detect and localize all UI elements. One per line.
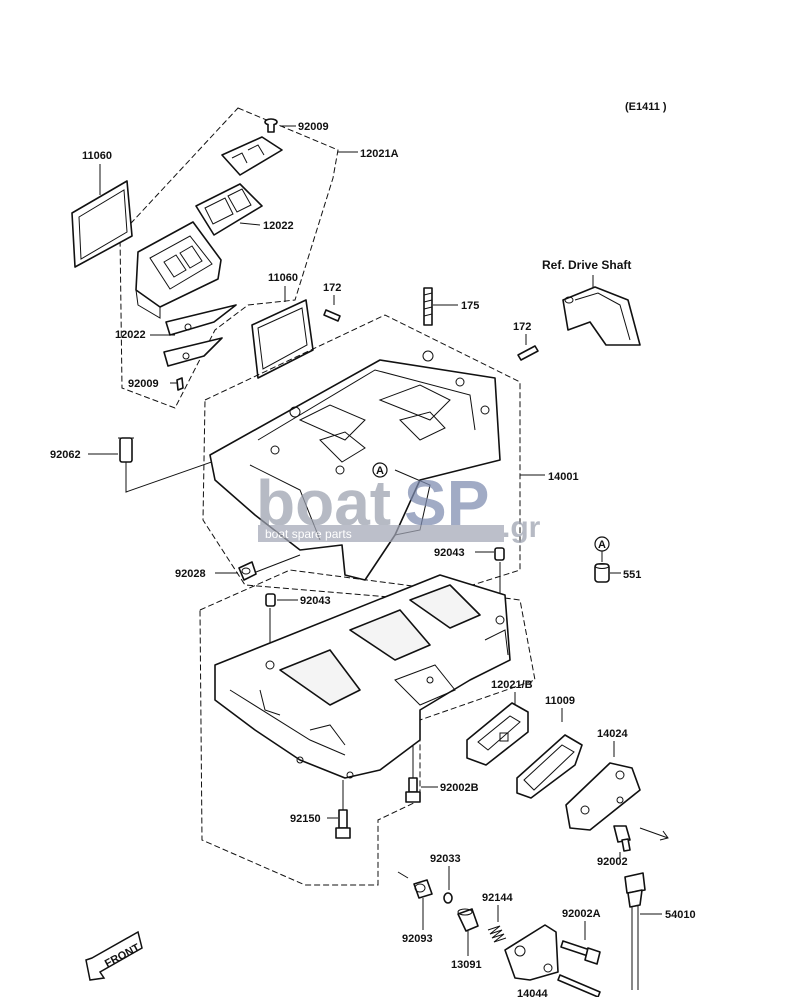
arrow-92002-head bbox=[659, 830, 669, 841]
dowel-172-left[interactable] bbox=[323, 309, 341, 322]
diagram-code: (E1411 ) bbox=[625, 101, 667, 113]
seal-92093[interactable] bbox=[413, 879, 433, 899]
plug-92062[interactable] bbox=[118, 437, 134, 463]
ref-mark-a-upper: A bbox=[372, 462, 388, 478]
screw-92009-top[interactable] bbox=[264, 118, 278, 133]
label-92043-right: 92043 bbox=[434, 547, 465, 559]
label-14044: 14044 bbox=[517, 988, 548, 997]
label-14001: 14001 bbox=[548, 471, 579, 483]
ref-mark-a-551: A bbox=[594, 536, 610, 552]
stud-175[interactable] bbox=[423, 287, 433, 326]
watermark-tld: .gr bbox=[502, 511, 541, 544]
label-92062: 92062 bbox=[50, 449, 81, 461]
svg-text:A: A bbox=[376, 465, 384, 477]
bolt-92002[interactable] bbox=[613, 825, 631, 852]
label-92009-top: 92009 bbox=[298, 121, 329, 133]
reed-valve-group-outline bbox=[119, 107, 339, 409]
label-92150: 92150 bbox=[290, 813, 321, 825]
plunger-13091[interactable] bbox=[457, 908, 479, 932]
cable-54010[interactable] bbox=[624, 872, 646, 990]
label-12021B: 12021/B bbox=[491, 679, 533, 691]
bolt-92002A[interactable] bbox=[560, 940, 601, 965]
label-12021A: 12021A bbox=[360, 148, 399, 160]
lower-crankcase[interactable] bbox=[214, 574, 511, 779]
label-11009: 11009 bbox=[545, 695, 575, 707]
label-172-right: 172 bbox=[513, 321, 531, 333]
bracket-14044[interactable] bbox=[504, 924, 559, 981]
leader-12022-right bbox=[239, 222, 261, 226]
label-92144: 92144 bbox=[482, 892, 513, 904]
leader-92028-right bbox=[255, 554, 301, 573]
arrow-92002 bbox=[639, 827, 669, 839]
reed-valve-block[interactable] bbox=[135, 221, 222, 319]
reed-petal-12022-lower[interactable] bbox=[163, 304, 237, 367]
label-13091: 13091 bbox=[451, 959, 482, 971]
gasket-11009[interactable] bbox=[516, 734, 583, 799]
label-92028: 92028 bbox=[175, 568, 206, 580]
label-92002: 92002 bbox=[597, 856, 628, 868]
gasket-11060-mid[interactable] bbox=[251, 299, 314, 379]
label-92033: 92033 bbox=[430, 853, 461, 865]
label-54010: 54010 bbox=[665, 909, 696, 921]
label-92002B: 92002B bbox=[440, 782, 479, 794]
label-92002A: 92002A bbox=[562, 908, 601, 920]
reed-petal-12022-upper[interactable] bbox=[195, 183, 263, 236]
watermark-tagline: boat spare parts bbox=[265, 527, 352, 541]
dowel-92043-left[interactable] bbox=[265, 593, 276, 607]
drive-shaft-cover[interactable] bbox=[562, 286, 641, 346]
pin-lower[interactable] bbox=[557, 974, 601, 997]
ref-drive-shaft-label: Ref. Drive Shaft bbox=[542, 258, 631, 272]
label-92043-left: 92043 bbox=[300, 595, 331, 607]
label-175: 175 bbox=[461, 300, 479, 312]
plug-92028[interactable] bbox=[238, 561, 257, 581]
front-direction-arrow: FRONT bbox=[85, 930, 143, 981]
reed-cover-12021B[interactable] bbox=[466, 702, 529, 766]
label-14024: 14024 bbox=[597, 728, 628, 740]
label-12022-left: 12022 bbox=[115, 329, 146, 341]
label-551: 551 bbox=[623, 569, 641, 581]
upper-crankcase[interactable] bbox=[209, 350, 501, 581]
ring-92033[interactable] bbox=[443, 892, 453, 904]
label-92093: 92093 bbox=[402, 933, 433, 945]
arrow-92093 bbox=[397, 871, 409, 879]
svg-text:A: A bbox=[598, 539, 606, 551]
seal-551[interactable] bbox=[594, 563, 610, 583]
label-172-left: 172 bbox=[323, 282, 341, 294]
spring-92144[interactable] bbox=[487, 925, 507, 943]
cover-14024[interactable] bbox=[565, 762, 641, 831]
label-11060-left: 11060 bbox=[82, 150, 112, 162]
bolt-92002B[interactable] bbox=[405, 777, 421, 803]
valve-stopper-plate[interactable] bbox=[221, 136, 283, 176]
bolt-92150[interactable] bbox=[335, 809, 351, 839]
label-11060-mid: 11060 bbox=[268, 272, 298, 284]
gasket-11060-left[interactable] bbox=[71, 180, 133, 268]
dowel-92043-right[interactable] bbox=[494, 547, 505, 561]
dowel-172-right[interactable] bbox=[517, 345, 539, 361]
label-12022-right: 12022 bbox=[263, 220, 294, 232]
watermark: boat SP .gr boat spare parts bbox=[256, 467, 541, 544]
screw-92009-bottom[interactable] bbox=[176, 377, 184, 391]
label-92009-bottom: 92009 bbox=[128, 378, 159, 390]
